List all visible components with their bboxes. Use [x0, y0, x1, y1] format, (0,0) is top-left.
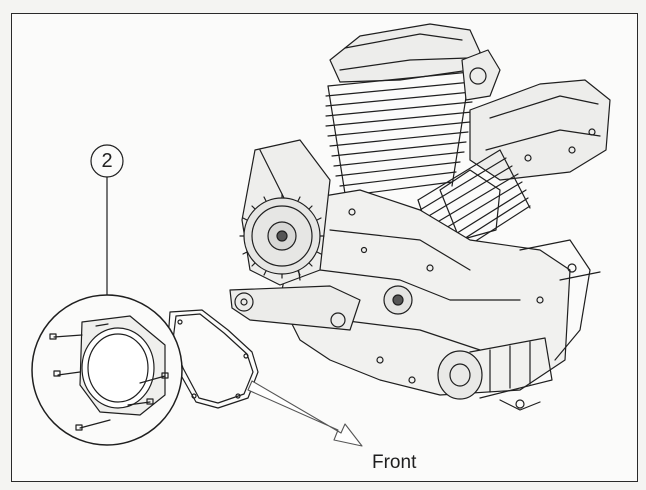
- cover-detail-magnified: [31, 294, 183, 446]
- front-direction-label: Front: [372, 452, 417, 473]
- drive-gear: [239, 193, 325, 279]
- cover-bolts: [49, 323, 169, 431]
- callout-number: 2: [101, 150, 113, 172]
- front-direction-arrow: [247, 380, 363, 447]
- callout: [90, 144, 124, 301]
- starter-motor: [437, 337, 553, 400]
- engine-assembly: [229, 23, 611, 411]
